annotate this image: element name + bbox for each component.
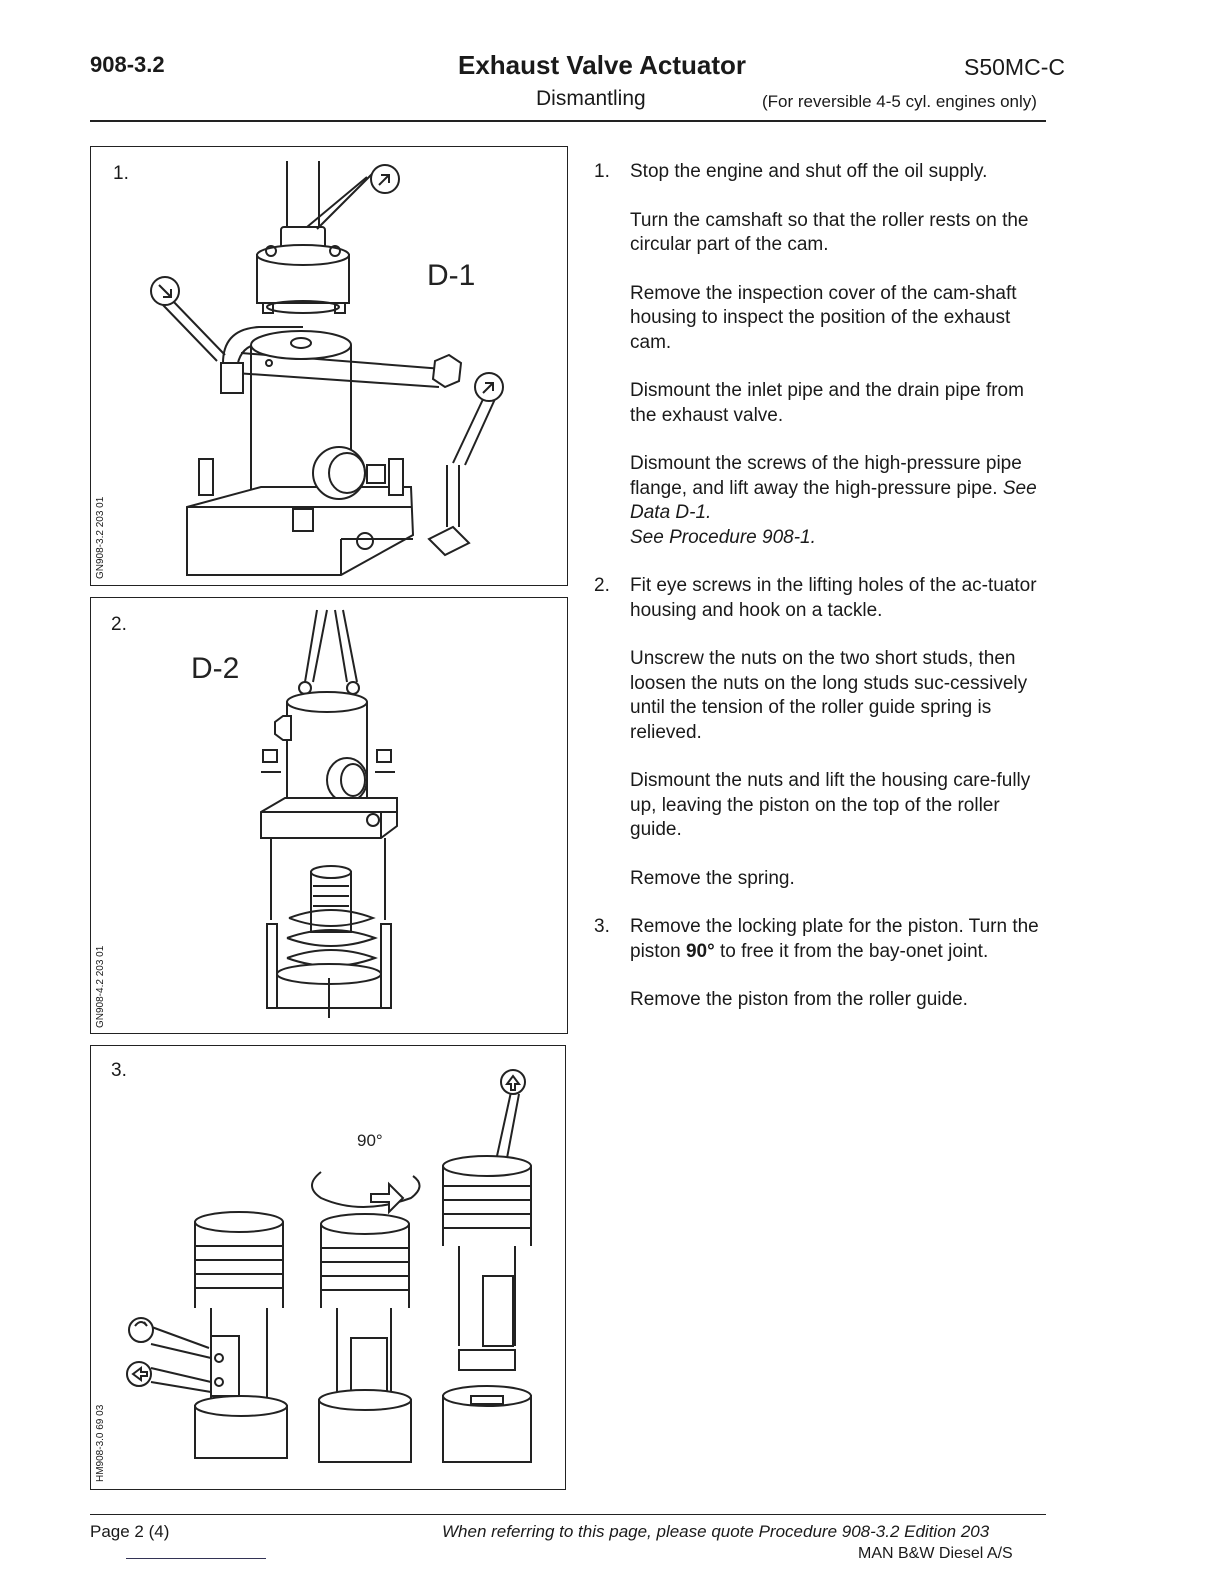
step-1-paragraph: Turn the camshaft so that the roller res… <box>630 209 1029 256</box>
figure-2-number: 2. <box>111 614 127 635</box>
step-1-paragraph: Dismount the screws of the high-pressure… <box>630 452 1050 550</box>
figure-3-panel: 3. HM908-3.0 69 03 <box>90 1045 566 1490</box>
figure-3-illustration: 90° <box>126 1069 532 1463</box>
doc-number: 908-3.2 <box>90 52 165 77</box>
step-2-paragraph: Dismount the nuts and lift the housing c… <box>630 770 1031 840</box>
figure-1-number: 1. <box>113 163 129 184</box>
footer-mark <box>126 1558 266 1559</box>
step-3-number: 3. <box>594 916 610 937</box>
rotation-angle: 90° <box>685 940 715 962</box>
step-3-paragraph: Remove the piston from the roller guide. <box>630 989 968 1010</box>
figure-3-number: 3. <box>111 1060 127 1081</box>
page-number: Page 2 (4) <box>90 1522 170 1541</box>
procedure-steps: 1. Stop the engine and shut off the oil … <box>594 160 1050 1037</box>
step-1-text: Dismount the screws of the high-pressure… <box>630 453 1022 499</box>
step-3: 3. Remove the locking plate for the pist… <box>594 915 1050 1013</box>
applicability-note: (For reversible 4-5 cyl. engines only) <box>762 92 1037 111</box>
step-1-paragraph: Stop the engine and shut off the oil sup… <box>630 161 988 182</box>
figure-2-panel: 2. GN908-4.2 203 01 <box>90 597 568 1034</box>
step-2: 2. Fit eye screws in the lifting holes o… <box>594 574 1050 891</box>
step-1: 1. Stop the engine and shut off the oil … <box>594 160 1050 550</box>
step-2-paragraph: Remove the spring. <box>630 867 795 889</box>
data-reference: See Data D-1. <box>630 477 1037 524</box>
header-rule <box>90 120 1046 122</box>
step-3-text: to free it from the bay-onet joint. <box>714 940 989 962</box>
footer-rule <box>90 1514 1046 1515</box>
step-2-paragraph: Unscrew the nuts on the two short studs,… <box>630 648 1028 743</box>
citation-note: When referring to this page, please quot… <box>442 1522 990 1541</box>
page-title: Exhaust Valve Actuator <box>458 50 747 80</box>
figure-2-label: D-2 <box>191 652 239 685</box>
step-1-paragraph: Remove the inspection cover of the cam-s… <box>630 282 1017 353</box>
engine-type: S50MC-C <box>964 54 1065 80</box>
step-1-paragraph: Dismount the inlet pipe and the drain pi… <box>630 380 1024 426</box>
step-2-number: 2. <box>594 575 610 596</box>
figure-3-angle-label: 90° <box>357 1131 383 1150</box>
figure-1-illustration: D-1 <box>150 161 504 576</box>
section-title: Dismantling <box>536 87 646 110</box>
figure-1-label: D-1 <box>427 259 475 292</box>
step-1-number: 1. <box>594 161 610 182</box>
procedure-reference: See Procedure 908-1. <box>630 526 816 548</box>
figure-2-illustration: D-2 <box>191 609 398 1018</box>
step-3-paragraph: Remove the locking plate for the piston.… <box>630 915 1050 964</box>
step-3-text: Remove the locking plate for the piston.… <box>630 916 1039 962</box>
figure-1-panel: 1. GN908-3.2 203 01 <box>90 146 568 586</box>
step-2-paragraph: Fit eye screws in the lifting holes of t… <box>630 575 1037 621</box>
company-name: MAN B&W Diesel A/S <box>858 1545 1013 1559</box>
